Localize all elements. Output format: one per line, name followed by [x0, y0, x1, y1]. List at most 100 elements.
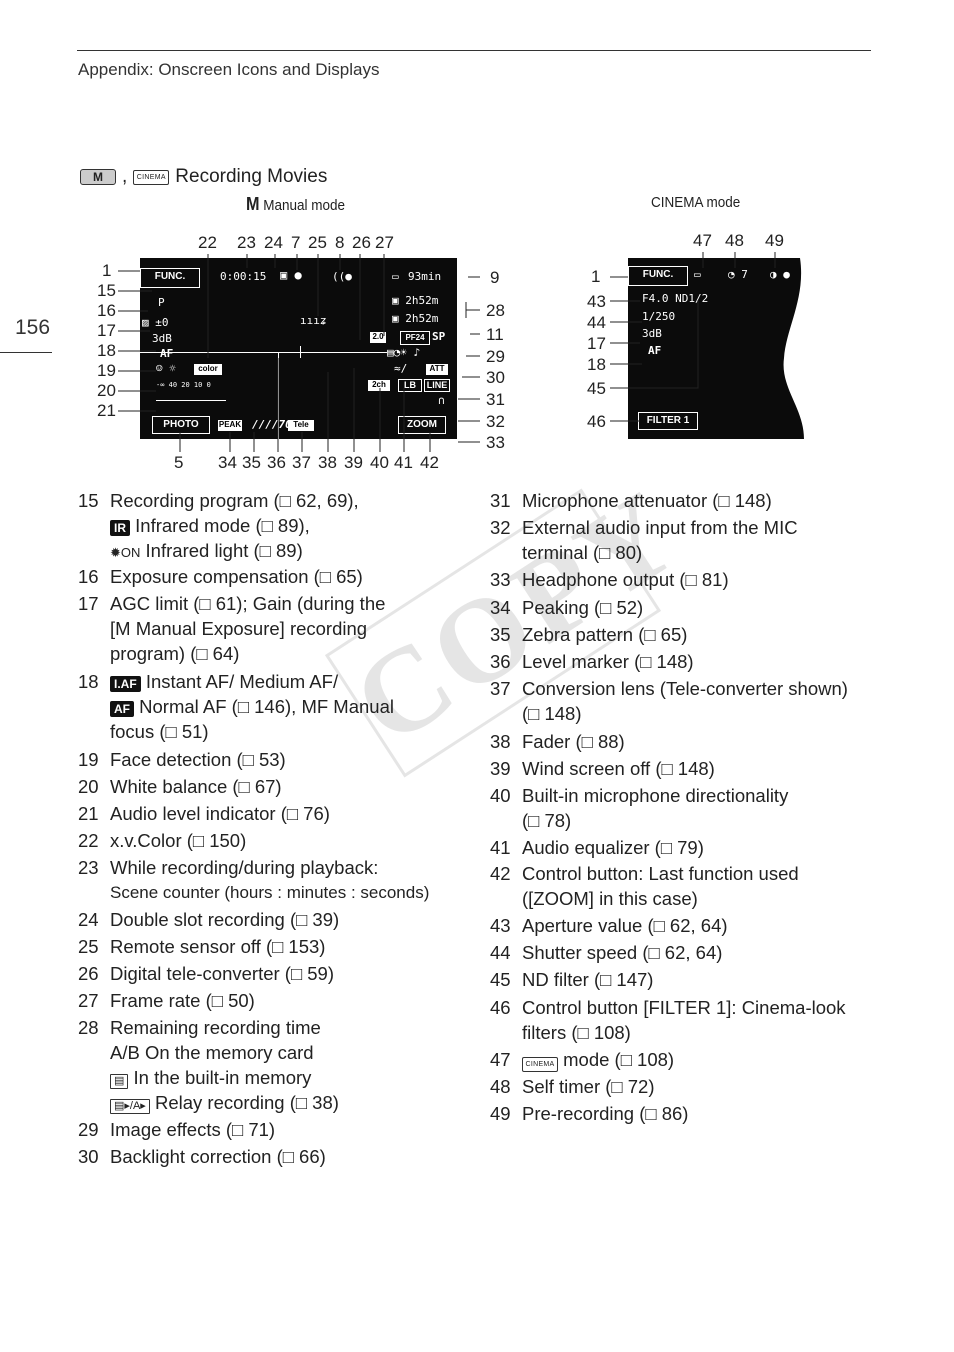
manual-mode-caption: M Manual mode	[246, 194, 346, 214]
callout-27: 27	[375, 233, 394, 252]
legend-item-23b: Scene counter (hours : minutes : seconds…	[110, 883, 430, 902]
callout-24: 24	[264, 233, 283, 252]
callout-21: 21	[97, 401, 116, 420]
frame-rate: PF24	[400, 331, 430, 345]
att-icon: ATT	[426, 364, 448, 375]
func-button: FUNC.	[140, 268, 200, 288]
callout-38: 38	[318, 453, 337, 472]
cinema-af: AF	[648, 344, 662, 357]
built-in-memory-icon: ▤	[110, 1074, 129, 1089]
callout-29: 29	[486, 347, 505, 366]
slot-b: ▣ 2h52m	[392, 312, 439, 325]
callout-22: 22	[198, 233, 217, 252]
callout-18: 18	[97, 341, 116, 360]
callout-28: 28	[486, 301, 505, 320]
cinema-mode-icon: ▭	[694, 268, 701, 281]
callout-31: 31	[486, 390, 505, 409]
callout-7: 7	[291, 233, 301, 252]
lb-icon: LB	[398, 379, 422, 392]
screen-torn-edge	[783, 258, 810, 439]
slot-a: ▣ 2h52m	[392, 294, 439, 307]
peak-icon: PEAK	[218, 420, 242, 431]
page-number: 156	[15, 316, 51, 339]
callout-8: 8	[335, 233, 345, 252]
callout-40: 40	[370, 453, 389, 472]
recording-mode: SP	[432, 330, 446, 343]
cinema-func-button: FUNC.	[628, 266, 688, 286]
digital-tele-icon: 2.0	[370, 332, 386, 343]
callout-37: 37	[292, 453, 311, 472]
cinema-mode-screen: FUNC. ▭ ◔ 7 ◑ ● F4.0 ND1/2 1/250 3dB AF …	[628, 258, 804, 439]
self-timer: ◔ 7	[728, 268, 748, 281]
callout-42: 42	[420, 453, 439, 472]
callout-17: 17	[97, 321, 116, 340]
callout-11: 11	[486, 325, 504, 344]
legend-item-37b: (□ 148)	[522, 703, 582, 724]
headphone-icon: ∩	[438, 394, 445, 407]
instant-af-icon: I.AF	[110, 676, 141, 692]
legend-item-28d: ▤▸/A▸ Relay recording (□ 38)	[78, 1090, 478, 1117]
af-mode: AF	[160, 347, 174, 360]
legend-item-40b: (□ 78)	[522, 810, 572, 831]
ir-icon: IR	[110, 520, 130, 536]
callout-33: 33	[486, 433, 505, 452]
wind-icons: ≈/	[394, 362, 408, 375]
callout-39: 39	[344, 453, 363, 472]
legend-item-18c: focus (□ 51)	[110, 721, 209, 742]
slot-b-time: 2h52m	[405, 312, 439, 325]
legend-item-28c: ▤ In the built-in memory	[78, 1065, 478, 1090]
face-detect-icon: ☺ ☼	[156, 362, 176, 375]
remaining-time: 93min	[408, 270, 442, 283]
callout-30: 30	[486, 368, 505, 387]
callout-43: 43	[587, 292, 606, 311]
running-head: Appendix: Onscreen Icons and Displays	[78, 60, 380, 79]
legend-item-42b: ([ZOOM] in this case)	[522, 888, 698, 909]
callout-44: 44	[587, 313, 606, 332]
callout-19: 19	[97, 361, 116, 380]
callout-32: 32	[486, 412, 505, 431]
section-title: M , CINEMA Recording Movies	[80, 166, 327, 188]
relay-icon: ▤▸/A▸	[110, 1099, 150, 1114]
mic-dir-icon: 2ch	[368, 380, 390, 391]
cinema-mode-caption: CINEMA mode	[651, 194, 741, 211]
double-slot-icon: ▣ ●	[280, 268, 302, 282]
header-rule	[77, 50, 871, 51]
legend-item-15b: IR Infrared mode (□ 89),	[78, 513, 478, 538]
callout-15: 15	[97, 281, 116, 300]
legend-item-15c: ✹ON Infrared light (□ 89)	[110, 540, 303, 561]
slot-a-time: 2h52m	[405, 294, 439, 307]
xvcolor-badge: color	[194, 364, 222, 375]
program-mode: P	[158, 296, 165, 309]
callout-20: 20	[97, 381, 116, 400]
audio-level-scale: -∞ 40 20 10 0	[156, 381, 211, 389]
callout-48: 48	[725, 231, 744, 250]
callout-35: 35	[242, 453, 261, 472]
section-heading: Recording Movies	[175, 166, 328, 187]
pre-recording-icon: ◑ ●	[770, 268, 790, 281]
cinema-badge-icon: CINEMA	[522, 1057, 558, 1072]
